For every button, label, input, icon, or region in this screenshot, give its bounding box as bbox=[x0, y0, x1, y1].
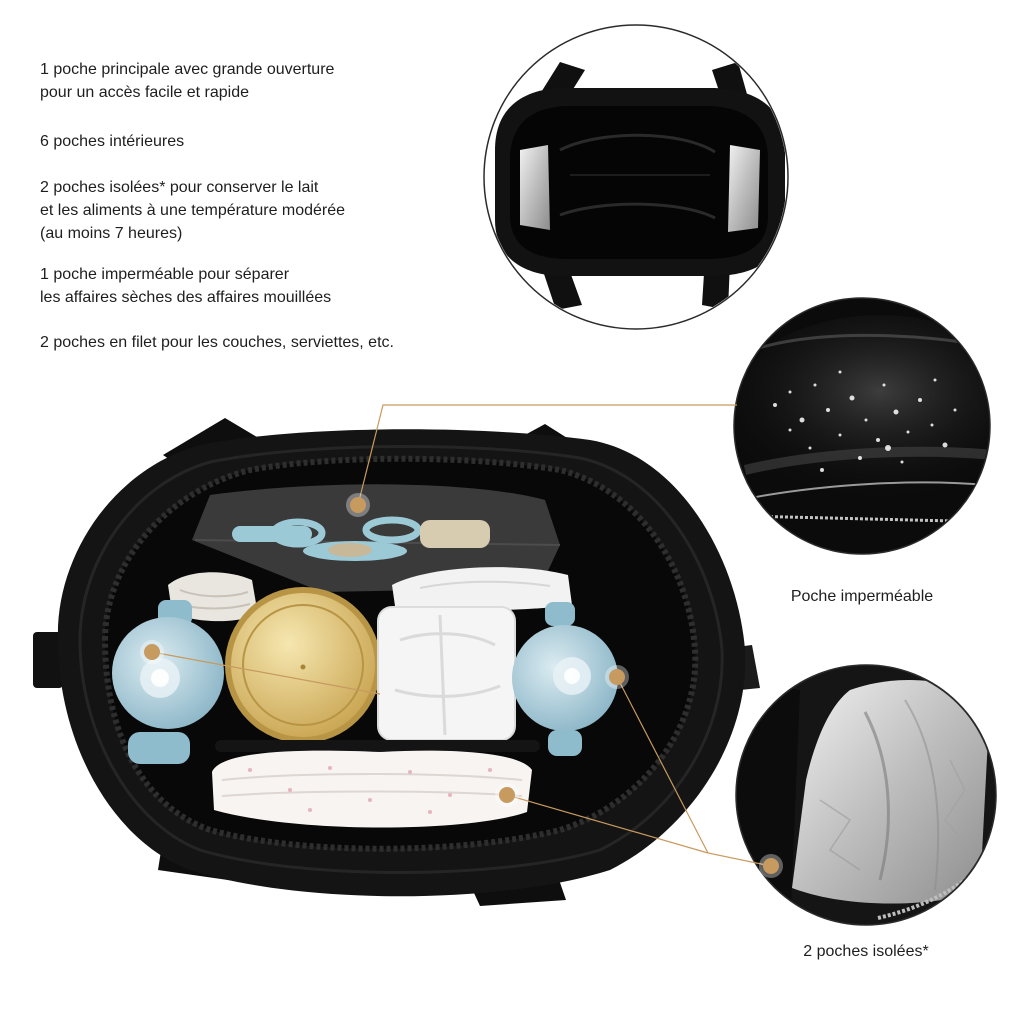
feature-insulated-pockets: 2 poches isolées* pour conserver le lait… bbox=[40, 176, 345, 245]
feature-line: 1 poche principale avec grande ouverture bbox=[40, 61, 335, 78]
wipes-pack bbox=[377, 606, 516, 741]
feature-main-pocket: 1 poche principale avec grande ouverture… bbox=[40, 58, 334, 104]
callout-dot bbox=[140, 640, 164, 664]
insulated-pocket-label: 2 poches isolées* bbox=[803, 943, 929, 960]
bag-side-tab bbox=[33, 632, 63, 688]
feature-line: pour un accès facile et rapide bbox=[40, 84, 250, 101]
feature-inner-pockets: 6 poches intérieures bbox=[40, 130, 184, 153]
white-cloth bbox=[392, 567, 572, 611]
feature-list: 1 poche principale avec grande ouverture… bbox=[40, 0, 500, 360]
callout-dot bbox=[495, 783, 519, 807]
feature-line: 2 poches isolées* pour conserver le lait bbox=[40, 179, 319, 196]
callout-lines bbox=[151, 404, 772, 867]
callout-line-waterproof bbox=[357, 404, 737, 506]
pocket-divider bbox=[215, 740, 540, 752]
baby-bottle-left bbox=[112, 600, 224, 764]
baby-bottle-right bbox=[512, 602, 618, 756]
callout-dot bbox=[605, 665, 629, 689]
feature-line: 6 poches intérieures bbox=[40, 133, 185, 150]
waterproof-pocket-photo bbox=[733, 297, 991, 555]
waterproof-pocket bbox=[192, 484, 561, 592]
callout-dot bbox=[346, 493, 370, 517]
diapers bbox=[212, 750, 532, 828]
callout-line-insulated-left bbox=[151, 651, 381, 695]
insulated-pocket-photo bbox=[735, 664, 997, 926]
callout-dot bbox=[759, 854, 783, 878]
feature-line: (au moins 7 heures) bbox=[40, 225, 183, 242]
formula-tin bbox=[225, 587, 381, 743]
feature-mesh-pockets: 2 poches en filet pour les couches, serv… bbox=[40, 331, 394, 354]
waterproof-pocket-label: Poche imperméable bbox=[790, 588, 934, 605]
top-view-photo bbox=[483, 24, 789, 330]
feature-waterproof-pocket: 1 poche imperméable pour séparer les aff… bbox=[40, 263, 331, 309]
feature-line: et les aliments à une température modéré… bbox=[40, 202, 346, 219]
callout-line-mesh bbox=[506, 794, 709, 854]
feature-line: 2 poches en filet pour les couches, serv… bbox=[40, 334, 394, 351]
teether-toy bbox=[232, 516, 490, 561]
feature-line: 1 poche imperméable pour séparer bbox=[40, 266, 290, 283]
main-bag-photo bbox=[33, 418, 760, 906]
feature-line: les affaires sèches des affaires mouillé… bbox=[40, 289, 332, 306]
water-droplets bbox=[773, 370, 957, 472]
